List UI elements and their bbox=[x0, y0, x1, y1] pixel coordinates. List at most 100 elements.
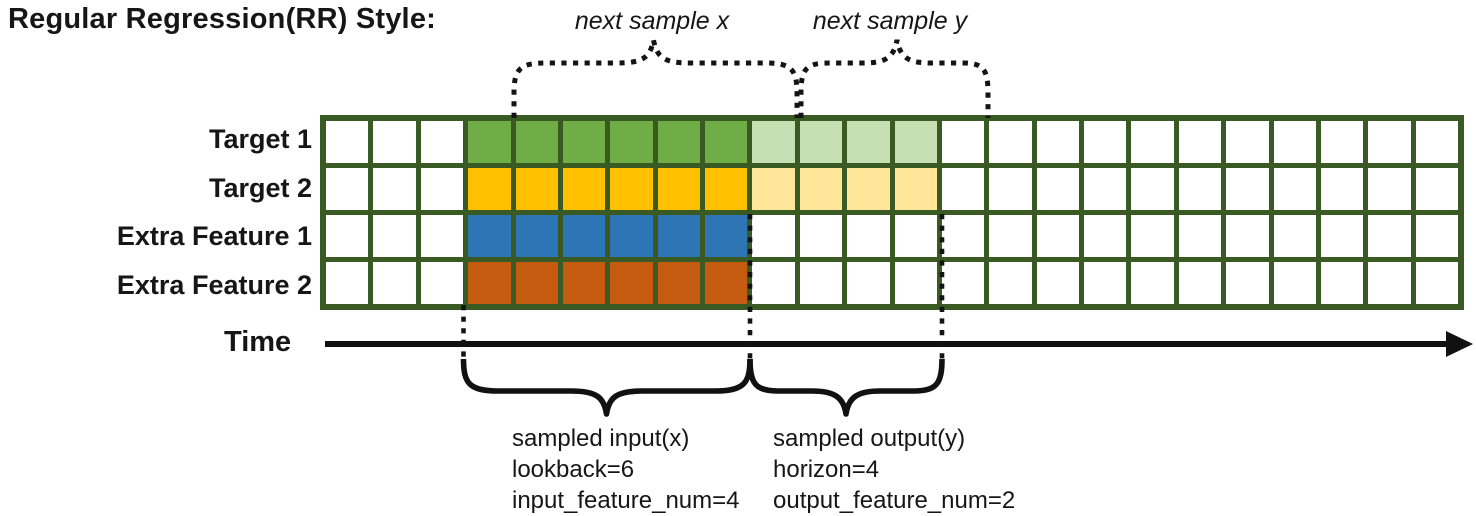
grid-cell bbox=[1415, 168, 1458, 210]
output-underbrace bbox=[747, 358, 945, 417]
horizon-value: horizon=4 bbox=[773, 456, 880, 483]
grid-cell bbox=[1036, 262, 1079, 304]
grid-cell bbox=[1178, 215, 1222, 257]
grid-cell bbox=[420, 121, 464, 163]
next-sample-x-brace bbox=[511, 39, 800, 118]
grid-cell bbox=[373, 121, 416, 163]
grid-cell bbox=[1320, 262, 1364, 304]
figure-title: Regular Regression(RR) Style: bbox=[8, 3, 436, 35]
grid-cell bbox=[562, 121, 606, 163]
lookback-value: lookback=6 bbox=[512, 456, 635, 483]
grid-cell bbox=[515, 168, 558, 210]
sampled-input-title: sampled input(x) bbox=[512, 425, 690, 452]
grid-cell bbox=[799, 215, 843, 257]
grid-cell bbox=[515, 215, 558, 257]
sampled-input-note: sampled input(x) lookback=6 input_featur… bbox=[512, 423, 740, 516]
grid-cell bbox=[420, 168, 464, 210]
grid-cell bbox=[326, 121, 369, 163]
sampled-output-title: sampled output(y) bbox=[773, 425, 966, 452]
grid-cell bbox=[1368, 121, 1411, 163]
grid-cell bbox=[1036, 121, 1079, 163]
grid-cell bbox=[989, 215, 1032, 257]
grid-cell bbox=[1084, 262, 1127, 304]
grid-cell bbox=[705, 262, 748, 304]
grid-cell bbox=[657, 215, 700, 257]
grid-cell bbox=[799, 262, 843, 304]
row-label-target-2: Target 2 bbox=[208, 172, 312, 203]
grid-cell bbox=[752, 262, 795, 304]
grid-cell bbox=[941, 121, 985, 163]
grid-cell bbox=[1131, 215, 1174, 257]
sampled-output-note: sampled output(y) horizon=4 output_featu… bbox=[773, 423, 1015, 516]
row-labels: Target 1 Target 2 Extra Feature 1 Extra … bbox=[0, 115, 312, 310]
grid-cell bbox=[610, 121, 653, 163]
grid-cell bbox=[1273, 168, 1316, 210]
grid-cell bbox=[847, 215, 890, 257]
grid-cell bbox=[1415, 262, 1458, 304]
grid-cell bbox=[847, 121, 890, 163]
sample-grid bbox=[320, 115, 1464, 310]
grid-cell bbox=[1368, 215, 1411, 257]
grid-cell bbox=[1084, 121, 1127, 163]
grid-cell bbox=[515, 262, 558, 304]
grid-cell bbox=[326, 215, 369, 257]
grid-cell bbox=[941, 262, 985, 304]
time-axis-label: Time bbox=[224, 326, 292, 358]
grid-cell bbox=[610, 168, 653, 210]
grid-cell bbox=[752, 215, 795, 257]
grid-cell bbox=[1178, 168, 1222, 210]
grid-cell bbox=[1273, 215, 1316, 257]
grid-cell bbox=[752, 121, 795, 163]
grid-cell bbox=[1273, 121, 1316, 163]
grid-cell bbox=[1415, 215, 1458, 257]
grid-cell bbox=[941, 215, 985, 257]
grid-cell bbox=[1131, 168, 1174, 210]
grid-cell bbox=[799, 168, 843, 210]
grid-cell bbox=[610, 262, 653, 304]
grid-cell bbox=[1368, 262, 1411, 304]
grid-cell bbox=[894, 121, 937, 163]
grid-cell bbox=[326, 168, 369, 210]
grid-cell bbox=[326, 262, 369, 304]
grid-cell bbox=[1226, 262, 1269, 304]
input-underbrace bbox=[460, 358, 753, 417]
grid-cell bbox=[941, 168, 985, 210]
grid-cell bbox=[657, 121, 700, 163]
grid-cell bbox=[989, 168, 1032, 210]
grid-cell bbox=[989, 121, 1032, 163]
grid-cell bbox=[515, 121, 558, 163]
grid-cell bbox=[1036, 168, 1079, 210]
grid-cell bbox=[420, 215, 464, 257]
grid-cell bbox=[847, 168, 890, 210]
next-sample-y-label: next sample y bbox=[812, 7, 968, 35]
grid-cell bbox=[468, 168, 511, 210]
grid-cell bbox=[468, 121, 511, 163]
grid-cell bbox=[1131, 121, 1174, 163]
time-arrow bbox=[325, 331, 1473, 357]
grid-cell bbox=[468, 215, 511, 257]
output-feature-num: output_feature_num=2 bbox=[773, 487, 1016, 514]
grid-cell bbox=[1226, 121, 1269, 163]
grid-cell bbox=[468, 262, 511, 304]
grid-cell bbox=[1320, 168, 1364, 210]
grid-cell bbox=[1036, 215, 1079, 257]
grid-cell bbox=[657, 168, 700, 210]
grid-cell bbox=[1226, 168, 1269, 210]
input-feature-num: input_feature_num=4 bbox=[512, 487, 740, 514]
grid-cell bbox=[705, 168, 748, 210]
grid-cell bbox=[705, 215, 748, 257]
row-label-target-1: Target 1 bbox=[208, 123, 312, 154]
grid-cell bbox=[657, 262, 700, 304]
grid-cell bbox=[562, 262, 606, 304]
grid-cell bbox=[705, 121, 748, 163]
grid-cell bbox=[373, 168, 416, 210]
grid-cell bbox=[562, 168, 606, 210]
grid-cell bbox=[894, 168, 937, 210]
grid-cell bbox=[894, 215, 937, 257]
grid-cell bbox=[752, 168, 795, 210]
next-sample-x-label: next sample x bbox=[574, 7, 730, 35]
grid-cell bbox=[989, 262, 1032, 304]
grid-cell bbox=[1084, 168, 1127, 210]
grid-cell bbox=[1320, 215, 1364, 257]
